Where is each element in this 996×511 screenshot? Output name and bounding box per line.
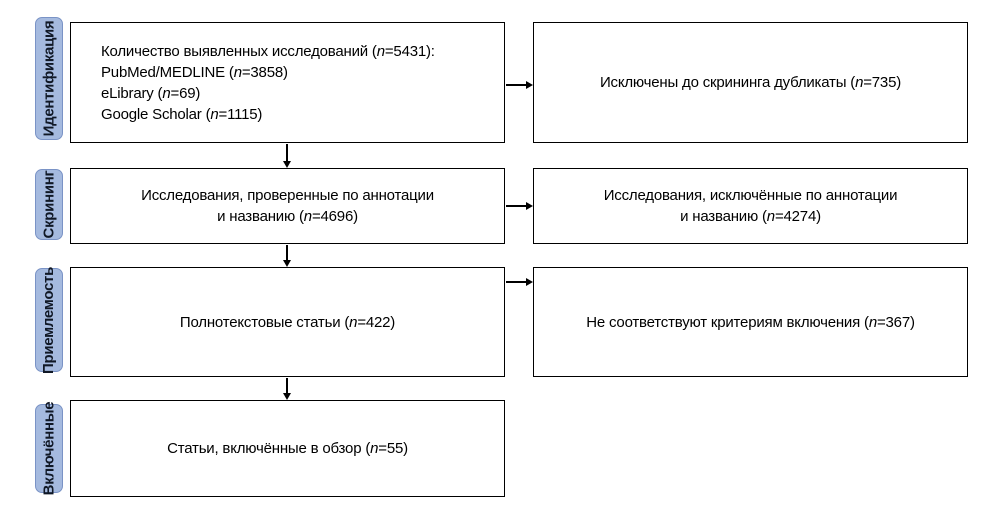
box-line: Исключены до скрининга дубликаты (n=735) xyxy=(599,74,902,91)
arrow-line xyxy=(506,281,527,283)
box-records-screened: Исследования, проверенные по аннотации и… xyxy=(70,168,505,244)
box-line: PubMed/MEDLINE (n=3858) xyxy=(101,63,288,81)
box-line: Статьи, включённые в обзор (n=55) xyxy=(167,440,408,457)
box-line: Полнотекстовые статьи (n=422) xyxy=(179,313,396,331)
box-studies-included: Статьи, включённые в обзор (n=55) xyxy=(70,400,505,497)
arrow-head-right-icon xyxy=(526,80,533,89)
box-records-excluded: Исследования, исключённые по аннотации и… xyxy=(533,168,968,244)
stage-label-eligibility-text: Приемлемость xyxy=(40,266,58,374)
box-line: и названию (n=4696) xyxy=(217,208,358,225)
arrow-line xyxy=(286,245,288,261)
box-records-identified: Количество выявленных исследований (n=54… xyxy=(70,22,505,143)
box-line: Исследования, проверенные по аннотации xyxy=(141,187,434,204)
arrow-line xyxy=(286,378,288,394)
box-line: eLibrary (n=69) xyxy=(101,84,201,102)
arrow-head-down-icon xyxy=(282,260,291,267)
arrow-head-right-icon xyxy=(526,201,533,210)
box-line: и названию (n=4274) xyxy=(680,208,821,225)
box-line: Не соответствуют критериям включения (n=… xyxy=(586,313,915,331)
arrow-line xyxy=(506,84,527,86)
arrow-line xyxy=(286,144,288,162)
arrow-down-screening-to-eligibility xyxy=(282,245,292,267)
stage-label-eligibility: Приемлемость xyxy=(35,266,63,374)
box-line: Количество выявленных исследований (n=54… xyxy=(101,42,435,60)
arrow-line xyxy=(506,205,527,207)
stage-label-screening: Скрининг xyxy=(35,169,63,240)
box-line: Google Scholar (n=1115) xyxy=(101,105,263,123)
arrow-head-right-icon xyxy=(526,277,533,286)
box-fulltext-assessed: Полнотекстовые статьи (n=422) xyxy=(70,267,505,377)
arrow-right-to-fulltext-excluded xyxy=(506,277,533,287)
arrow-head-down-icon xyxy=(282,161,291,168)
box-duplicates-removed: Исключены до скрининга дубликаты (n=735) xyxy=(533,22,968,143)
arrow-head-down-icon xyxy=(282,393,291,400)
stage-label-identification: Идентификация xyxy=(35,17,63,140)
stage-label-screening-text: Скрининг xyxy=(40,170,58,239)
arrow-right-to-records-excluded xyxy=(506,201,533,211)
box-fulltext-excluded: Не соответствуют критериям включения (n=… xyxy=(533,267,968,377)
stage-label-included-text: Включённые xyxy=(40,401,58,496)
arrow-down-eligibility-to-included xyxy=(282,378,292,400)
box-line: Исследования, исключённые по аннотации xyxy=(603,187,898,204)
arrow-right-to-duplicates-removed xyxy=(506,80,533,90)
stage-label-identification-text: Идентификация xyxy=(40,20,58,137)
arrow-down-identification-to-screening xyxy=(282,144,292,168)
stage-label-included: Включённые xyxy=(35,401,63,496)
